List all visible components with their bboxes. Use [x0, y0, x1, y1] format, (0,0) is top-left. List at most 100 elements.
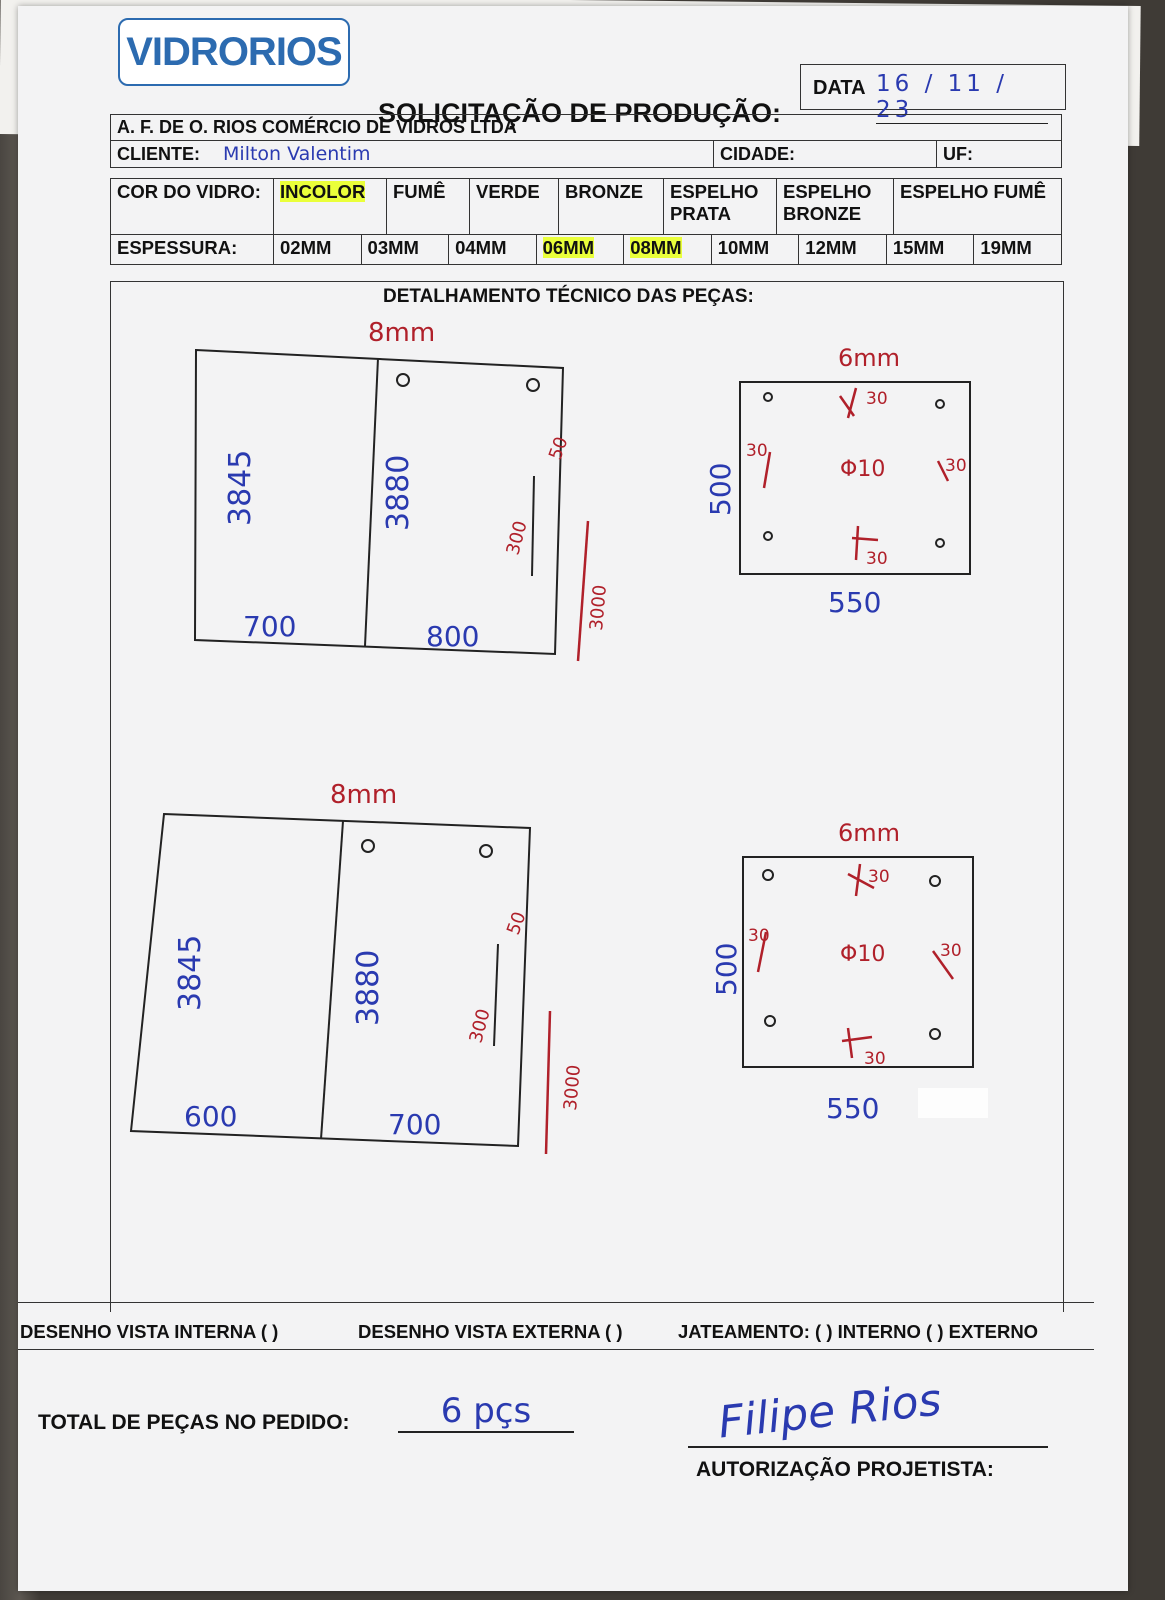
- view-internal[interactable]: DESENHO VISTA INTERNA ( ): [20, 1321, 279, 1342]
- d4-paper-patch: [918, 1088, 988, 1118]
- blasting[interactable]: JATEAMENTO: ( ) INTERNO ( ) EXTERNO: [678, 1321, 1039, 1342]
- d1-height-2: 3880: [381, 455, 416, 531]
- company-logo: VIDRORIOS: [118, 18, 350, 86]
- d2-hole: [935, 538, 945, 548]
- d4-height: 500: [710, 943, 743, 996]
- thickness-02[interactable]: 02MM: [273, 234, 362, 265]
- d4-hole: [762, 869, 774, 881]
- d3-marker-line: [493, 943, 499, 1047]
- d1-width-2: 800: [426, 620, 479, 653]
- thickness-08-label: 08MM: [630, 237, 682, 258]
- color-table: COR DO VIDRO: INCOLOR FUMÊ VERDE BRONZE …: [110, 178, 1062, 235]
- d3-width-1: 600: [184, 1100, 237, 1133]
- uf-label: UF:: [936, 140, 1062, 168]
- d2-hole: [763, 531, 773, 541]
- d1-thickness: 8mm: [368, 318, 435, 348]
- order-form-sheet: VIDRORIOS DATA 16 / 11 / 23 SOLICITAÇÃO …: [18, 6, 1128, 1591]
- authorization-label: AUTORIZAÇÃO PROJETISTA:: [696, 1458, 994, 1481]
- drawing-area: [110, 281, 1064, 1312]
- d4-bottom: 30: [864, 1049, 886, 1069]
- d2-hole-diameter: Φ10: [840, 457, 885, 482]
- client-cell: CLIENTE: Milton Valentim: [110, 140, 714, 168]
- color-espelho-bronze[interactable]: ESPELHO BRONZE: [776, 178, 894, 235]
- color-fume[interactable]: FUMÊ: [386, 178, 470, 235]
- color-espelho-fume[interactable]: ESPELHO FUMÊ: [893, 178, 1062, 235]
- d3-mark-b: 300: [466, 1007, 495, 1046]
- logo-text: VIDRORIOS: [126, 29, 342, 74]
- d4-right: 30: [940, 941, 962, 961]
- d4-marks: [756, 863, 955, 1059]
- thickness-19[interactable]: 19MM: [973, 234, 1062, 265]
- d2-thickness: 6mm: [838, 344, 900, 372]
- d3-thickness: 8mm: [330, 780, 397, 810]
- d3-hole: [361, 839, 375, 853]
- d2-height: 500: [704, 463, 737, 516]
- d1-mark-a: 50: [545, 434, 573, 463]
- d1-dimension-line: [576, 520, 590, 662]
- d1-hole: [526, 378, 540, 392]
- d4-width: 550: [826, 1092, 879, 1125]
- city-label: CIDADE:: [713, 140, 937, 168]
- drawings-svg: 8mm 3845 3880 700 800 50 300 3000 6mm 50…: [129, 318, 988, 1155]
- d2-bottom: 30: [866, 549, 888, 569]
- d3-divider: [320, 820, 344, 1140]
- d1-marker-line: [531, 475, 535, 577]
- client-label: CLIENTE:: [117, 144, 200, 164]
- color-incolor-label: INCOLOR: [280, 181, 366, 202]
- d1-mark-c: 3000: [586, 584, 611, 631]
- thickness-04[interactable]: 04MM: [448, 234, 537, 265]
- total-label: TOTAL DE PEÇAS NO PEDIDO:: [38, 1411, 350, 1434]
- date-label: DATA: [813, 77, 866, 99]
- d3-hole: [479, 844, 493, 858]
- total-value: 6 pçs: [398, 1391, 574, 1433]
- technical-title: DETALHAMENTO TÉCNICO DAS PEÇAS:: [383, 286, 754, 307]
- d4-thickness: 6mm: [838, 819, 900, 847]
- d1-width-1: 700: [243, 610, 296, 643]
- d2-top: 30: [866, 389, 888, 409]
- company-name: A. F. DE O. RIOS COMÉRCIO DE VIDROS LTDA: [110, 114, 1062, 141]
- color-bronze[interactable]: BRONZE: [558, 178, 664, 235]
- d3-outline: [129, 812, 532, 1148]
- d2-left: 30: [746, 441, 768, 461]
- color-espelho-prata[interactable]: ESPELHO PRATA: [663, 178, 777, 235]
- d1-outline: [193, 348, 565, 656]
- client-table: A. F. DE O. RIOS COMÉRCIO DE VIDROS LTDA…: [110, 114, 1062, 168]
- thickness-10[interactable]: 10MM: [710, 234, 800, 265]
- color-verde[interactable]: VERDE: [469, 178, 559, 235]
- signature: Filipe Rios: [715, 1374, 944, 1449]
- d4-left: 30: [748, 926, 770, 946]
- thickness-06[interactable]: 06MM: [535, 234, 625, 265]
- d4-hole-diameter: Φ10: [840, 942, 885, 967]
- d1-hole: [396, 373, 410, 387]
- d2-hole: [935, 399, 945, 409]
- d3-mark-c: 3000: [560, 1064, 585, 1111]
- d2-width: 550: [828, 586, 881, 619]
- color-label: COR DO VIDRO:: [110, 178, 274, 235]
- d3-height-2: 3880: [351, 950, 386, 1026]
- thickness-08[interactable]: 08MM: [623, 234, 712, 265]
- d1-mark-b: 300: [503, 519, 532, 558]
- d3-dimension-line: [544, 1010, 552, 1155]
- d4-outline: [742, 856, 974, 1068]
- d2-outline: [739, 381, 971, 575]
- thickness-03[interactable]: 03MM: [360, 234, 450, 265]
- client-value: Milton Valentim: [223, 143, 371, 165]
- d3-width-2: 700: [388, 1108, 441, 1141]
- thickness-12[interactable]: 12MM: [798, 234, 887, 265]
- d1-divider: [364, 357, 379, 647]
- thickness-06-label: 06MM: [542, 237, 595, 258]
- signature-line: [688, 1446, 1048, 1448]
- view-external[interactable]: DESENHO VISTA EXTERNA ( ): [358, 1321, 623, 1342]
- d1-height-1: 3845: [223, 450, 258, 526]
- d2-hole: [763, 392, 773, 402]
- thickness-15[interactable]: 15MM: [885, 234, 975, 265]
- thickness-label: ESPESSURA:: [110, 234, 274, 265]
- d4-hole: [929, 875, 941, 887]
- d2-right: 30: [945, 456, 967, 476]
- d3-height-1: 3845: [173, 935, 208, 1011]
- thickness-table: ESPESSURA: 02MM 03MM 04MM 06MM 08MM 10MM…: [110, 234, 1062, 265]
- d4-hole: [764, 1015, 776, 1027]
- footer-options: DESENHO VISTA INTERNA ( ) DESENHO VISTA …: [18, 1302, 1094, 1350]
- color-incolor[interactable]: INCOLOR: [273, 178, 387, 235]
- d4-hole: [929, 1028, 941, 1040]
